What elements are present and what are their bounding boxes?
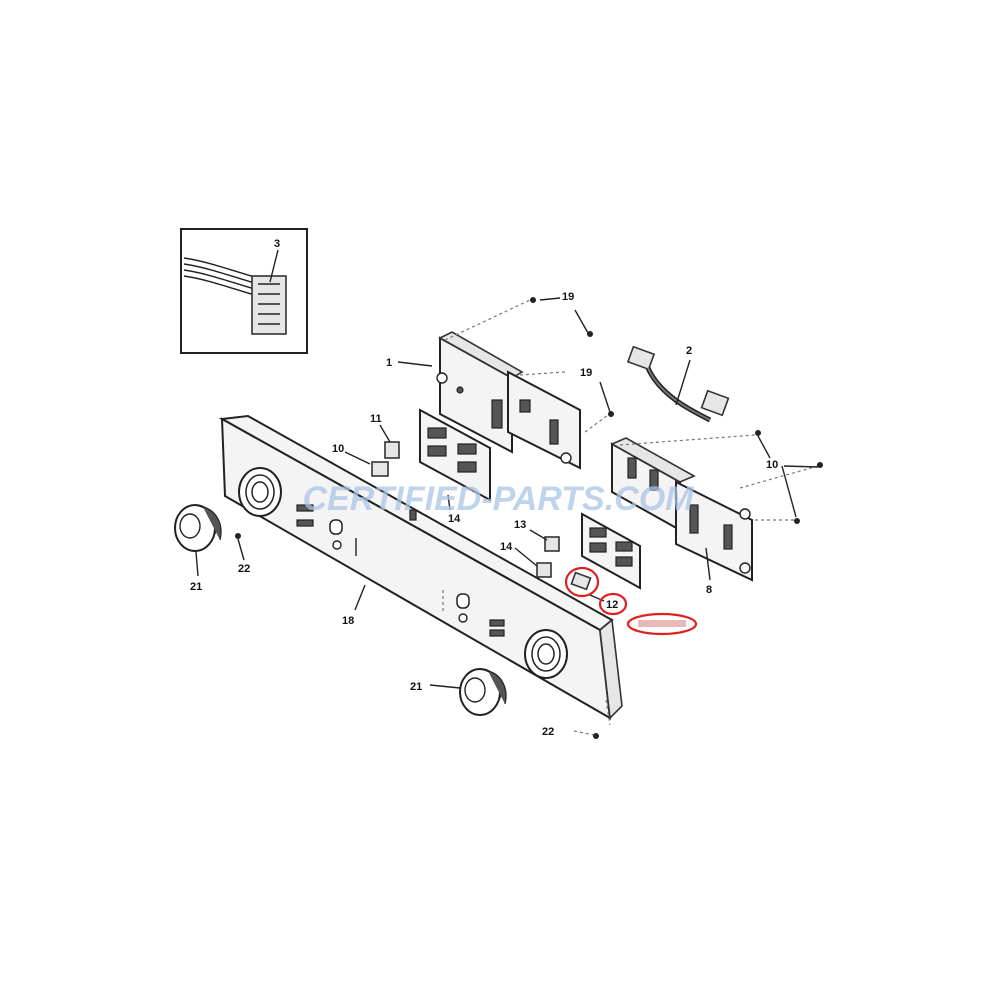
screw-left: 22 [235,533,250,575]
callout-1: 1 [386,357,392,369]
knob-left: 21 [174,504,222,593]
callout-10-left: 10 [332,443,344,455]
screws-19: 19 19 [444,291,614,433]
callout-8: 8 [706,584,712,596]
watermark: CERTIFIED-PARTS.COM [302,480,694,518]
callout-22-bottom: 22 [542,726,554,738]
screw-bottom: 22 [542,699,611,739]
callout-11: 11 [370,413,382,425]
button-11: 11 [370,413,400,459]
callout-14-upper: 14 [448,513,461,525]
callout-14-lower: 14 [500,541,513,553]
callout-21-left: 21 [190,581,202,593]
switch-assembly-upper: 14 [419,408,491,525]
part-12-highlight: 12 [564,566,698,636]
callout-22-left: 22 [238,563,250,575]
callout-10-right: 10 [766,459,778,471]
knob-right: 21 [410,668,507,716]
button-10-left: 10 [332,443,389,477]
callout-2: 2 [686,345,692,357]
wire-harness: 2 [626,345,730,423]
callout-13: 13 [514,519,526,531]
callout-12: 12 [606,599,618,611]
callout-21-right: 21 [410,681,422,693]
screws-10-right: 10 [619,430,823,524]
callout-19-top: 19 [562,291,574,303]
callout-19-mid: 19 [580,367,592,379]
control-board-main: 1 [386,331,581,470]
control-panel: 18 [218,414,623,720]
switch-assembly-lower: 13 14 [500,512,641,590]
control-board-secondary: 8 [610,437,753,596]
inset-harness-detail: 3 [180,228,308,354]
callout-3: 3 [274,238,280,250]
callout-18: 18 [342,615,354,627]
